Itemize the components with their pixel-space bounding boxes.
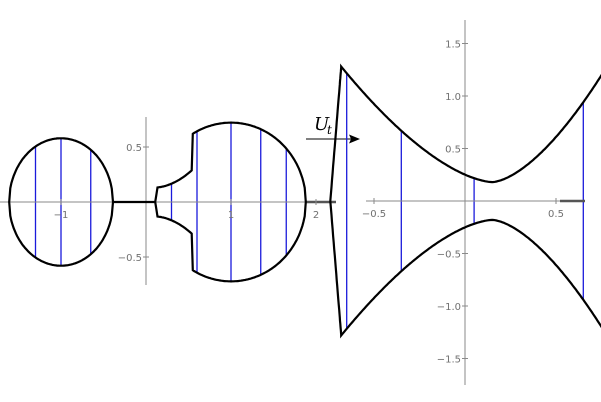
- mapping-arrow-group: U t: [306, 114, 360, 144]
- left-x-tick-label: 2: [313, 210, 319, 221]
- right-y-tick-label: 1.0: [445, 92, 461, 103]
- right-y-tick-label: 0.5: [445, 145, 461, 156]
- left-y-tick-label: 0.5: [126, 143, 142, 154]
- right-x-tick-label: −0.5: [362, 209, 386, 220]
- right-upper-curve: [329, 63, 601, 202]
- right-y-tick-label: −1.0: [437, 302, 461, 313]
- right-panel: −0.50.51.01.51.00.5−0.5−1.0−1.5: [329, 20, 601, 385]
- left-panel: −1 1 2 0.5 −0.5: [0, 117, 336, 285]
- mapping-label-symbol: U: [314, 114, 330, 135]
- right-x-tick-label: 0.5: [548, 209, 564, 220]
- right-lower-curve: [329, 200, 601, 339]
- left-y-tick-label: −0.5: [118, 253, 142, 264]
- right-y-tick-label: −1.5: [437, 355, 461, 366]
- right-ticks: −0.50.51.01.51.00.5−0.5−1.0−1.5: [362, 40, 564, 366]
- left-ticks: −1 1 2 0.5 −0.5: [54, 143, 320, 264]
- left-x-tick-label: 1: [228, 210, 234, 221]
- left-peanut-curve: [8, 121, 307, 283]
- right-y-tick-label: −0.5: [437, 250, 461, 261]
- mapping-label-subscript: t: [327, 123, 332, 137]
- left-x-tick-label: −1: [54, 210, 69, 221]
- right-y-tick-label: 1.5: [445, 40, 461, 51]
- mapping-arrow-head: [349, 134, 360, 144]
